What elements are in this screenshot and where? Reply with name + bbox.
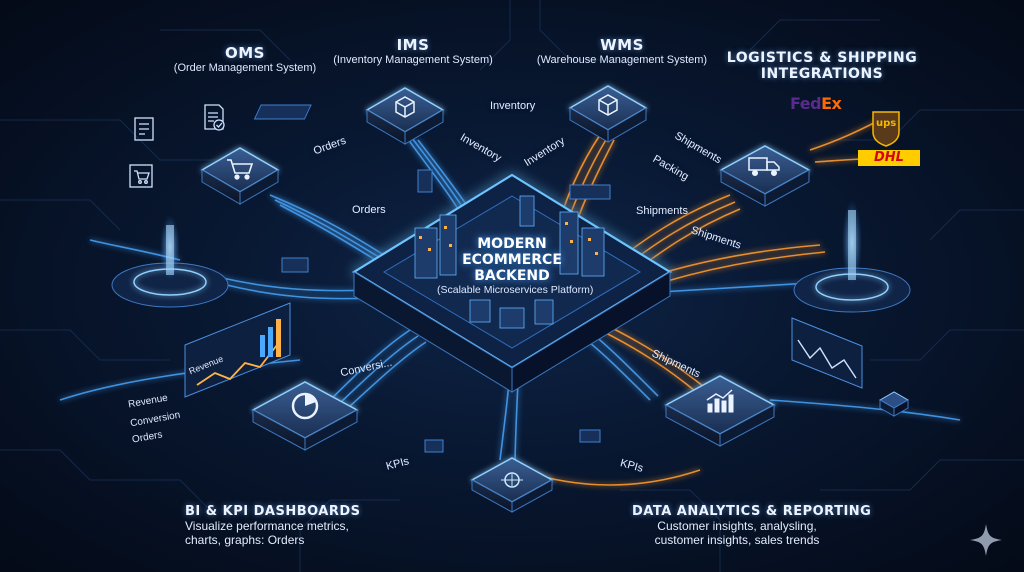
box-icon xyxy=(395,96,415,118)
dhl-text: DHL xyxy=(874,150,904,165)
center-label: MODERN ECOMMERCE BACKEND (Scalable Micro… xyxy=(437,236,594,296)
analytics-desc-line2: customer insights, sales trends xyxy=(654,533,820,547)
small-cart-icon xyxy=(129,164,153,188)
document-check-icon xyxy=(204,104,225,131)
cart-icon xyxy=(227,159,254,180)
wms-subtitle: (Warehouse Management System) xyxy=(536,54,708,66)
bottom-hub-tile xyxy=(470,457,554,513)
trend-chart-tile xyxy=(791,317,863,389)
logistics-heading: LOGISTICS & SHIPPING INTEGRATIONS xyxy=(722,50,922,82)
analytics-title: DATA ANALYTICS & REPORTING xyxy=(632,504,872,519)
server-widget xyxy=(878,391,910,417)
bi-desc-line2: charts, graphs: Orders xyxy=(185,533,305,547)
truck-icon xyxy=(748,157,780,177)
center-title-line1: MODERN xyxy=(477,236,547,252)
analytics-tile xyxy=(664,375,776,447)
fedex-ex: Ex xyxy=(821,94,842,113)
logistics-title-line1: LOGISTICS & SHIPPING xyxy=(726,50,918,66)
center-title-line2: ECOMMERCE xyxy=(462,252,562,268)
fedex-fed: Fed xyxy=(790,94,822,113)
center-title-line3: BACKEND xyxy=(474,268,550,284)
city-skyline xyxy=(414,195,605,329)
ups-text: ups xyxy=(876,118,897,129)
dhl-logo: DHL xyxy=(858,150,920,166)
logistics-title-line2: INTEGRATIONS xyxy=(760,66,884,82)
window-lights xyxy=(419,222,598,255)
bi-title: BI & KPI DASHBOARDS xyxy=(185,504,361,519)
ims-heading: IMS (Inventory Management System) xyxy=(323,36,503,66)
bar-chart-icon xyxy=(706,389,734,413)
revenue-chart-tile xyxy=(184,302,291,398)
sparkle-icon xyxy=(970,524,1002,556)
ups-logo: ups xyxy=(876,118,896,129)
dhl-logo-bar xyxy=(858,150,920,166)
flow-label-inventory-top: Inventory xyxy=(490,100,536,112)
document-list-icon xyxy=(134,117,154,141)
oms-subtitle: (Order Management System) xyxy=(173,62,317,74)
circuit-chips xyxy=(253,104,611,453)
ims-title: IMS xyxy=(396,36,430,54)
left-beam-pedestal xyxy=(111,215,229,308)
right-beam-pedestal xyxy=(793,200,911,313)
fedex-logo: FedEx xyxy=(790,94,842,113)
bi-heading: BI & KPI DASHBOARDS Visualize performanc… xyxy=(185,504,395,547)
center-subtitle: (Scalable Microservices Platform) xyxy=(437,284,594,296)
ims-subtitle: (Inventory Management System) xyxy=(333,54,493,66)
pie-chart-icon xyxy=(291,392,319,420)
warehouse-box-icon xyxy=(598,94,618,116)
bi-tile xyxy=(251,381,359,451)
flow-label-shipments-mid: Shipments xyxy=(636,205,688,217)
bi-desc-line1: Visualize performance metrics, xyxy=(185,519,349,533)
wms-title: WMS xyxy=(600,36,644,54)
logistics-tile xyxy=(719,145,811,207)
analytics-desc-line1: Customer insights, analysling, xyxy=(657,519,817,533)
oms-title: OMS xyxy=(225,44,265,62)
oms-heading: OMS (Order Management System) xyxy=(170,44,320,74)
ups-shield-logo xyxy=(872,111,900,147)
analytics-heading: DATA ANALYTICS & REPORTING Customer insi… xyxy=(632,504,872,547)
wms-heading: WMS (Warehouse Management System) xyxy=(527,36,717,66)
oms-tile xyxy=(200,147,280,205)
flow-label-orders-mid: Orders xyxy=(352,204,386,216)
